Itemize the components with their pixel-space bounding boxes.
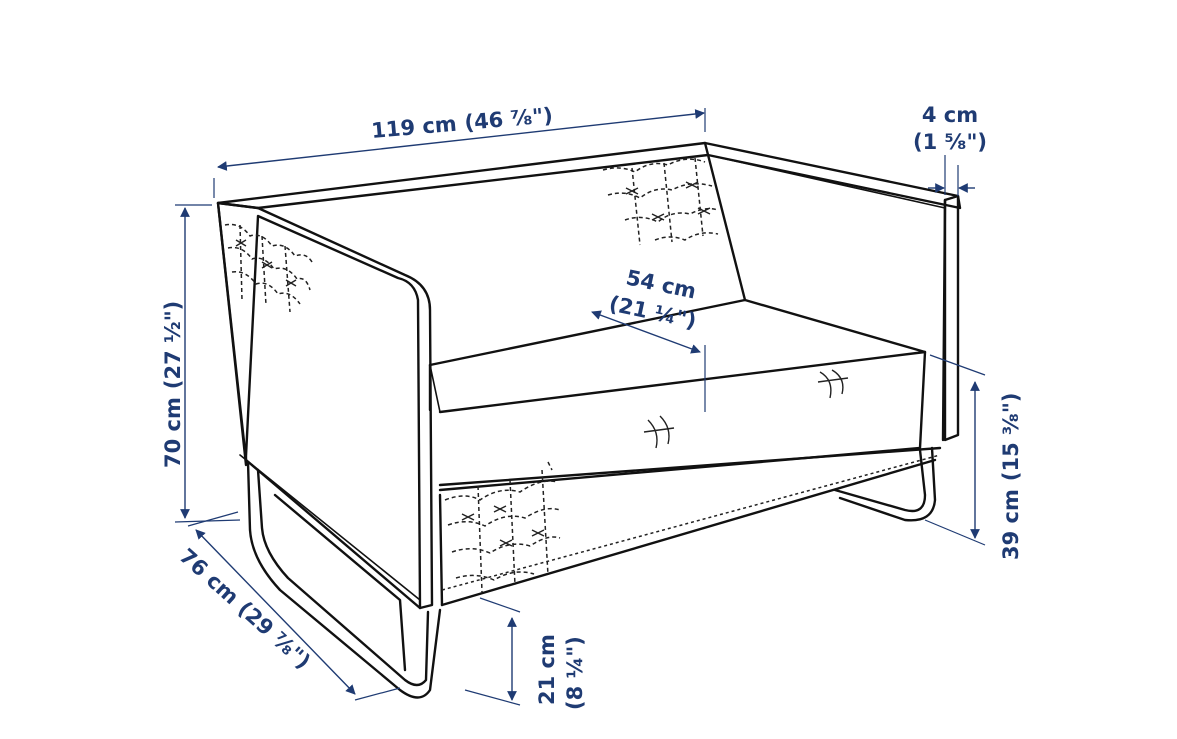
leg-height-metric-label: 21 cm <box>535 634 559 705</box>
sofa-back <box>216 141 962 302</box>
seat-depth-dimension-line <box>591 310 701 354</box>
stitch-pattern-back <box>602 157 719 246</box>
sofa-legs <box>246 446 937 699</box>
sofa-left-arm <box>216 201 434 610</box>
sofa-right-arm <box>707 154 960 442</box>
seat-height-label: 39 cm(15 ³⁄₈") <box>999 393 1023 560</box>
seat-tacks <box>643 369 849 449</box>
stitch-pattern-left <box>224 223 313 313</box>
armrest-metric-label: 4 cm <box>922 103 978 127</box>
stitch-pattern-seat <box>441 454 941 593</box>
width-label: 119 cm(46 ⁷⁄₈") <box>370 103 553 143</box>
armrest-imperial-label: (1 ⁵⁄₈") <box>913 130 987 154</box>
leg-height-imperial-label: (8 ¼") <box>563 636 587 710</box>
width-dimension-line <box>217 109 705 171</box>
dimension-lines <box>174 108 986 706</box>
depth-dimension-line <box>195 529 356 695</box>
height-label: 70 cm(27 ½") <box>161 301 185 468</box>
depth-label: 76 cm(29 ⁷⁄₈") <box>175 544 316 674</box>
sofa-drawing <box>216 141 962 699</box>
